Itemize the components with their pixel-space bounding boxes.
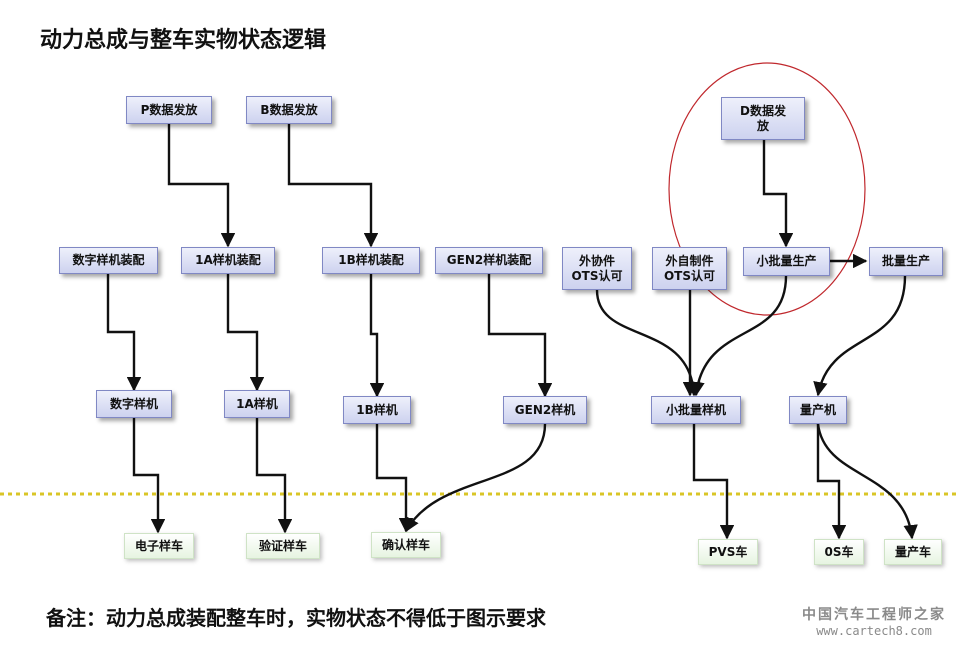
watermark-url: www.cartech8.com [816,624,932,638]
node-confirm-car: 确认样车 [371,532,441,558]
watermark: 中国汽车工程师之家 www.cartech8.com [802,604,946,638]
footnote: 备注：动力总成装配整车时，实物状态不得低于图示要求 [46,606,546,630]
node-small-batch-prototype: 小批量样机 [651,396,741,424]
node-inhouse-ots: 外自制件 OTS认可 [652,247,727,290]
node-gen2-prototype: GEN2样机 [503,396,587,424]
edge-1a [226,274,265,392]
edge-b-1b [287,124,379,248]
node-1a-prototype: 1A样机 [224,390,290,418]
node-mass-engine: 量产机 [789,396,847,424]
edge-1b-car [375,424,414,533]
edge-mass-car [816,423,918,540]
node-b-data-release: B数据发放 [246,96,332,124]
edge-1a-car [255,418,293,534]
node-digital-assy: 数字样机装配 [59,247,158,274]
edge-mass-engine [813,275,907,397]
node-os-car: 0S车 [814,539,864,565]
page-title: 动力总成与整车实物状态逻辑 [40,28,327,53]
node-mass-production: 批量生产 [869,247,943,276]
edge-digital-car [132,418,166,534]
node-outsourced-ots: 外协件 OTS认可 [562,247,632,290]
node-small-batch-production: 小批量生产 [743,247,830,276]
edge-p-1a [167,124,236,248]
edge-digital [106,274,142,392]
edge-pvs [692,424,735,540]
edge-outsourced [595,289,701,397]
watermark-name: 中国汽车工程师之家 [802,607,946,623]
highlight-circle [668,62,866,316]
node-p-data-release: P数据发放 [126,96,212,124]
edge-d-smallbatch [762,140,794,248]
node-d-data-release: D数据发 放 [721,97,805,140]
node-electronic-car: 电子样车 [124,533,194,559]
node-verification-car: 验证样车 [246,533,320,559]
node-1b-assy: 1B样机装配 [322,247,420,274]
edge-smallbatch-proto [690,275,788,397]
edge-1b [369,274,385,398]
node-pvs-car: PVS车 [698,539,758,565]
node-mass-car: 量产车 [884,539,942,565]
edge-gen2-car [404,423,547,533]
node-1a-assy: 1A样机装配 [181,247,275,274]
node-digital-prototype: 数字样机 [96,390,172,418]
node-1b-prototype: 1B样机 [343,396,411,424]
edge-gen2 [487,274,553,398]
edge-os [816,424,847,540]
node-gen2-assy: GEN2样机装配 [435,247,543,274]
